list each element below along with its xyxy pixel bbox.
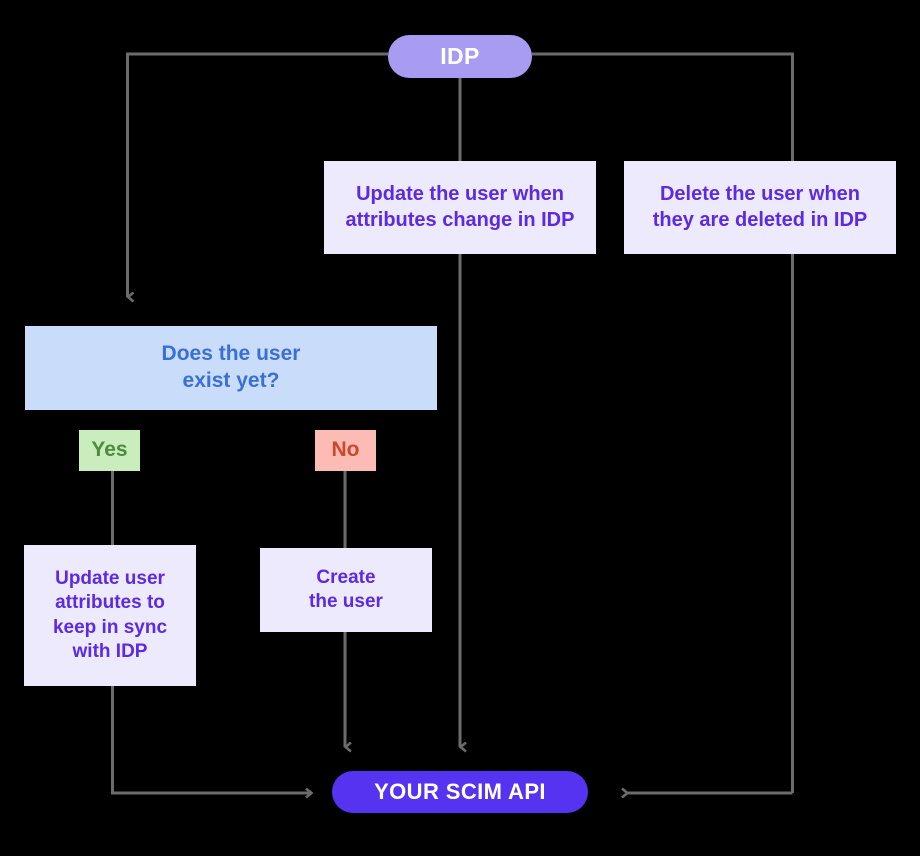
node-decision-does-user-exist[interactable]: Does the user exist yet? <box>25 326 437 410</box>
edge-label-yes: Yes <box>79 430 140 471</box>
node-update-user-attributes[interactable]: Update user attributes to keep in sync w… <box>24 545 196 686</box>
node-idp[interactable]: IDP <box>388 35 532 78</box>
node-delete-user-when-deleted[interactable]: Delete the user when they are deleted in… <box>624 161 896 254</box>
node-your-scim-api[interactable]: YOUR SCIM API <box>332 771 588 813</box>
node-update-user-when-attributes-change[interactable]: Update the user when attributes change i… <box>324 161 596 254</box>
node-create-the-user[interactable]: Create the user <box>260 548 432 632</box>
edge-label-no: No <box>315 430 376 471</box>
